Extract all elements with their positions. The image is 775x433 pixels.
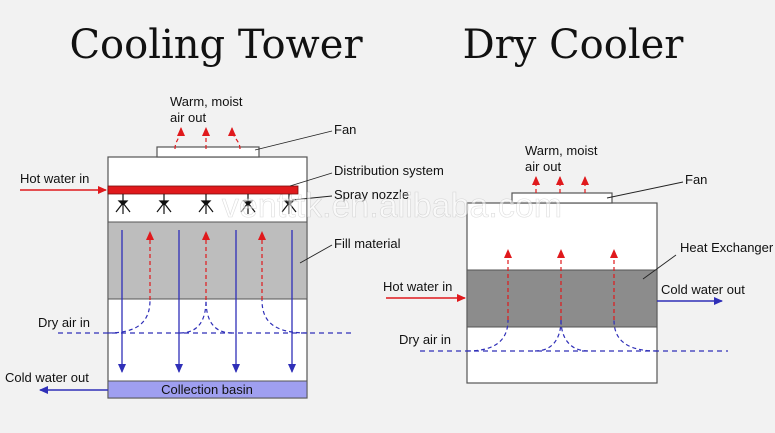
- dry-cooler: Warm, moist air out Fan Heat Exchanger H…: [383, 143, 774, 384]
- dc-warm-air-out: [532, 176, 589, 193]
- dry-cooler-title: Dry Cooler: [463, 22, 685, 68]
- watermark: ventttk.en.alibaba.com: [222, 187, 562, 225]
- heat-exchanger-block: [466, 269, 658, 328]
- ct-collection-basin-label: Collection basin: [161, 382, 253, 397]
- dc-warm-air-label-1: Warm, moist: [525, 143, 598, 158]
- fill-material-block: [107, 221, 308, 300]
- distribution-pipe: [107, 185, 299, 195]
- ct-falling-water: [118, 230, 296, 373]
- ct-fill-material-label: Fill material: [334, 236, 401, 251]
- dry-cooler-fan: [511, 192, 613, 204]
- ct-hot-water-in-label: Hot water in: [20, 171, 89, 186]
- dc-heat-exchanger-label: Heat Exchanger: [680, 240, 774, 255]
- ct-leader-lines: [254, 130, 333, 264]
- ct-distribution-system-label: Distribution system: [334, 163, 444, 178]
- cooling-tower-fan: [156, 146, 260, 158]
- dc-cold-water-out-label: Cold water out: [661, 282, 745, 297]
- ct-fan-label: Fan: [334, 122, 356, 137]
- ct-warm-air-label-1: Warm, moist: [170, 94, 243, 109]
- cooling-tower: Warm, moist air out Fan Hot water in Dis…: [5, 94, 444, 399]
- ct-spray-nozzle-label: Spray nozzle: [334, 187, 409, 202]
- spray-nozzles: [115, 194, 297, 214]
- dc-fan-label: Fan: [685, 172, 707, 187]
- ct-warm-air-label-2: air out: [170, 110, 207, 125]
- dc-dry-air-in-label: Dry air in: [399, 332, 451, 347]
- ct-dry-air-in-label: Dry air in: [38, 315, 90, 330]
- ct-air-paths: [107, 231, 308, 334]
- dc-warm-air-label-2: air out: [525, 159, 562, 174]
- dc-leader-lines: [606, 181, 684, 280]
- ct-cold-water-out-label: Cold water out: [5, 370, 89, 385]
- dc-air-paths: [466, 249, 658, 352]
- cooling-tower-title: Cooling Tower: [69, 22, 363, 68]
- ct-warm-air-out: [174, 127, 241, 150]
- dc-hot-water-in-label: Hot water in: [383, 279, 452, 294]
